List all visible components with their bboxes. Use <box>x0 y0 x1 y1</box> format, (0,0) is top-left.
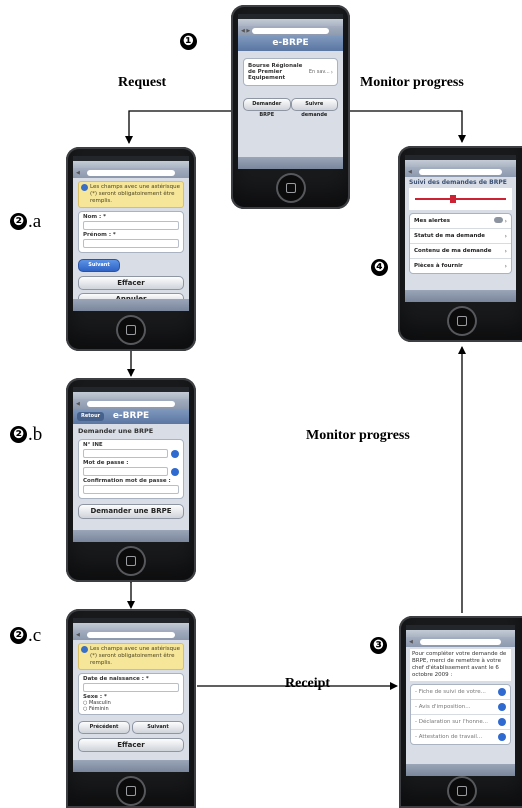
phone-form-a: ◀ Les champs avec une astérisque (*) ser… <box>66 147 196 351</box>
sex-label: Sexe : * <box>83 694 107 700</box>
address-bar[interactable] <box>420 639 501 645</box>
status-item[interactable]: Statut de ma demande› <box>410 229 511 244</box>
list-item[interactable]: - Fiche de suivi de votre... <box>411 685 510 700</box>
home-hardware-button[interactable] <box>446 776 477 806</box>
request-label: Request <box>118 75 167 90</box>
home-hardware-button[interactable] <box>116 315 146 345</box>
phone-home: ◀ ▶ e-BRPE Bourse Régionale de Premier E… <box>231 5 350 209</box>
name-input[interactable] <box>83 221 179 230</box>
tracking-heading: Suivi des demandes de BRPE <box>409 179 507 186</box>
info-icon[interactable] <box>498 688 506 696</box>
step-4-marker: ❹ <box>371 259 388 276</box>
step-2a-marker: ❷.a <box>10 212 41 231</box>
previous-button[interactable]: Précédent <box>78 721 130 734</box>
list-item[interactable]: - Avis d'imposition... <box>411 700 510 715</box>
request-brpe-button[interactable]: Demander BRPE <box>243 98 291 118</box>
birthdate-input[interactable] <box>83 683 179 692</box>
name-label: Nom : * <box>83 214 107 220</box>
chevron-right-icon: › <box>504 262 507 270</box>
address-bar[interactable] <box>87 632 175 638</box>
step-3-marker: ❸ <box>370 637 387 654</box>
next-button[interactable]: Suivant <box>78 259 120 272</box>
phone-tracking: ◀ Suivi des demandes de BRPE Mes alertes… <box>398 146 522 342</box>
home-item-meta: En sav... <box>308 69 330 75</box>
chevron-right-icon: › <box>330 68 333 76</box>
list-item[interactable]: - Déclaration sur l'honne... <box>411 715 510 730</box>
step-2c-marker: ❷.c <box>10 626 41 645</box>
confirm-password-label: Confirmation mot de passe : <box>83 478 171 484</box>
alert-count-badge <box>493 217 503 223</box>
birthdate-label: Date de naissance : * <box>83 676 149 682</box>
documents-item[interactable]: Pièces à fournir› <box>414 262 507 270</box>
form-b-heading: Demander une BRPE <box>78 427 154 435</box>
ine-input[interactable] <box>83 449 168 458</box>
confirm-password-input[interactable] <box>83 485 179 494</box>
info-icon <box>81 646 88 653</box>
track-request-button[interactable]: Suivre demande <box>290 98 338 118</box>
ine-label: N° INE <box>83 442 103 448</box>
form-b-title: e-BRPE <box>112 411 150 421</box>
clear-button[interactable]: Effacer <box>78 276 184 290</box>
home-hardware-button[interactable] <box>447 306 477 336</box>
step-1-marker: ❶ <box>180 33 197 50</box>
request-connector <box>125 110 231 144</box>
clear-button[interactable]: Effacer <box>78 738 184 752</box>
home-title: e-BRPE <box>238 36 343 51</box>
required-documents-list: - Fiche de suivi de votre... - Avis d'im… <box>410 684 511 745</box>
next-button[interactable]: Suivant <box>132 721 184 734</box>
list-item[interactable]: - Attestation de travail... <box>411 730 510 744</box>
monitor-progress-label-right: Monitor progress <box>306 428 410 443</box>
form-a-warning: Les champs avec une astérisque (*) seron… <box>78 181 184 208</box>
step-2b-marker: ❷.b <box>10 425 42 444</box>
alerts-item[interactable]: Mes alertes › <box>410 214 511 229</box>
progress-timeline <box>409 188 512 210</box>
option-male[interactable]: Masculin <box>88 700 111 706</box>
home-screen: ◀ ▶ e-BRPE Bourse Régionale de Premier E… <box>238 14 343 169</box>
chevron-right-icon: › <box>504 247 507 255</box>
info-icon[interactable] <box>498 733 506 741</box>
info-icon[interactable] <box>171 468 179 476</box>
chevron-right-icon: › <box>504 218 507 225</box>
monitor-progress-label-top: Monitor progress <box>360 75 464 90</box>
back-button[interactable]: Retour <box>77 412 105 421</box>
content-item[interactable]: Contenu de ma demande› <box>410 244 511 259</box>
monitor-connector-top <box>350 110 466 143</box>
address-bar[interactable] <box>87 170 175 176</box>
tracking-menu: Mes alertes › Statut de ma demande› Cont… <box>409 213 512 274</box>
receipt-message: Pour compléter votre demande de BRPE, me… <box>410 649 511 681</box>
home-hardware-button[interactable] <box>116 776 146 806</box>
password-label: Mot de passe : <box>83 460 129 466</box>
password-input[interactable] <box>83 467 168 476</box>
info-icon <box>81 184 88 191</box>
address-bar[interactable] <box>87 401 175 407</box>
address-bar[interactable] <box>252 28 329 34</box>
chevron-right-icon: › <box>504 232 507 240</box>
firstname-label: Prénom : * <box>83 232 116 238</box>
home-item-label[interactable]: Bourse Régionale de Premier Equipement <box>248 63 303 81</box>
option-female[interactable]: Féminin <box>88 706 109 712</box>
info-icon[interactable] <box>498 703 506 711</box>
phone-form-c: ◀ Les champs avec une astérisque (*) ser… <box>66 609 196 808</box>
home-hardware-button[interactable] <box>275 173 306 203</box>
firstname-input[interactable] <box>83 239 179 248</box>
address-bar[interactable] <box>419 169 502 175</box>
info-icon[interactable] <box>498 718 506 726</box>
submit-brpe-button[interactable]: Demander une BRPE <box>78 504 184 519</box>
form-c-warning: Les champs avec une astérisque (*) seron… <box>78 643 184 670</box>
info-icon[interactable] <box>171 450 179 458</box>
phone-receipt: ◀ Pour compléter votre demande de BRPE, … <box>399 616 522 808</box>
home-hardware-button[interactable] <box>116 546 146 576</box>
receipt-label: Receipt <box>285 676 331 691</box>
